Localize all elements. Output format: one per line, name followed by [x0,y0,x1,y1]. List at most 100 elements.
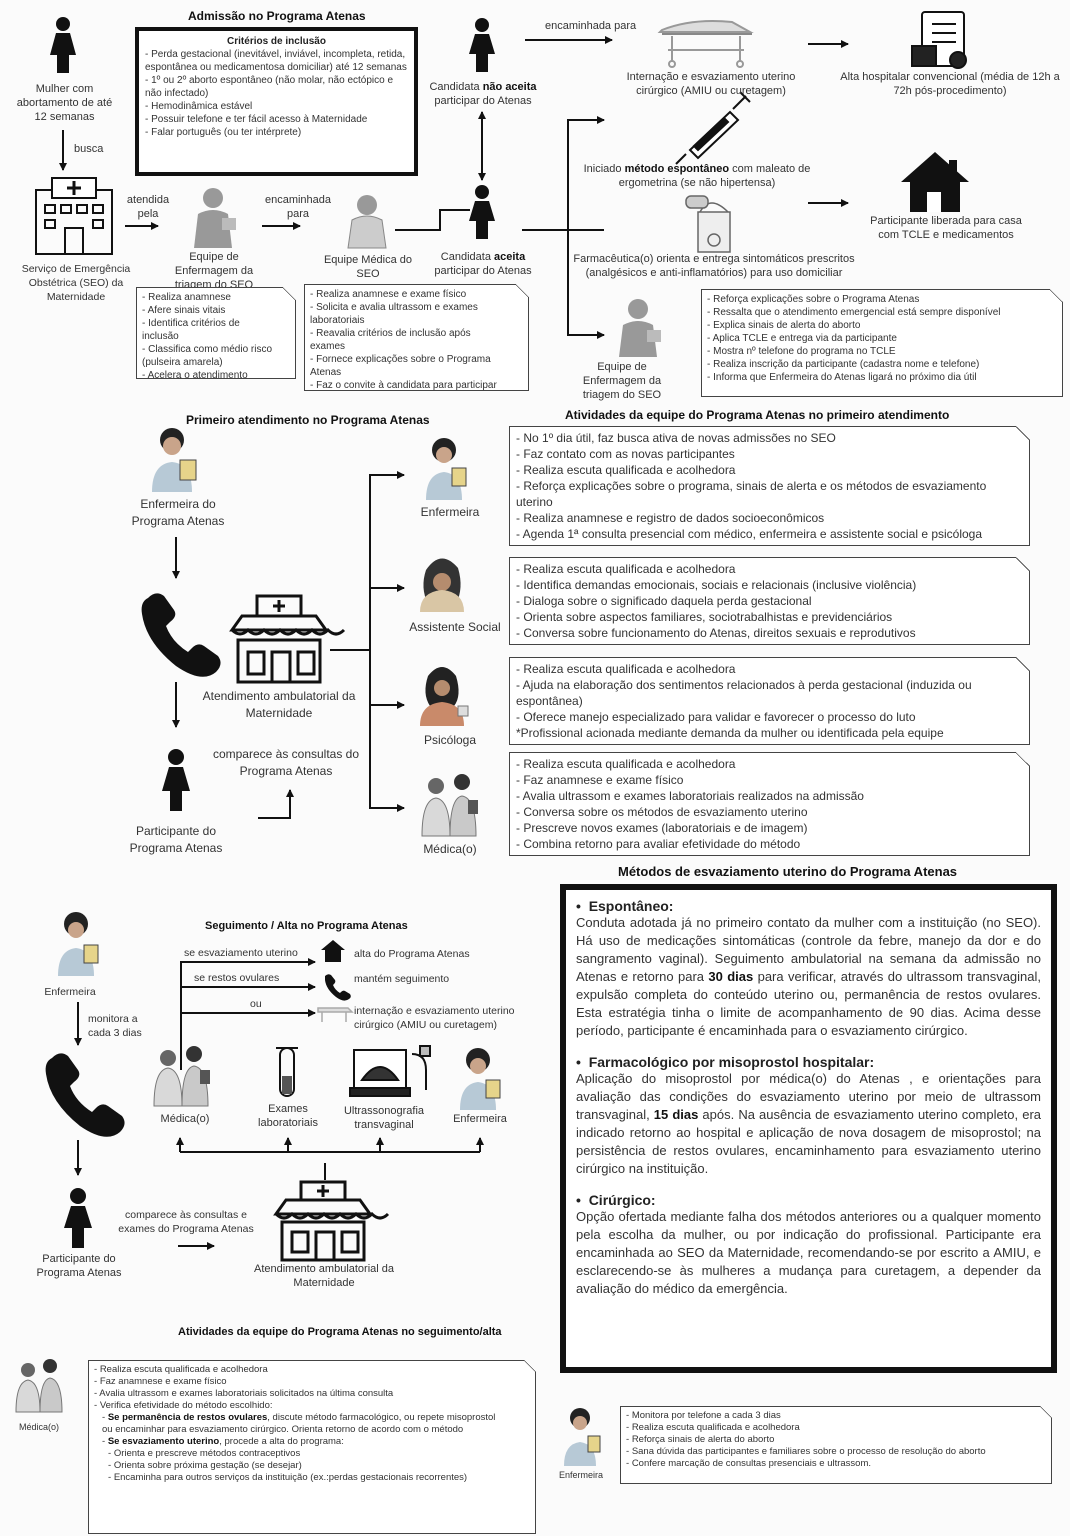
activity-item: Confere marcação de consultas presenciai… [626,1458,1031,1470]
m3-title-text: Cirúrgico: [588,1192,656,1208]
activity-item: Realiza escuta qualificada e acolhedora [516,462,1009,478]
spont-post: com maleato de ergometrina (se não hiper… [618,163,811,189]
method-spontaneous-title: • Espontâneo: [576,898,674,914]
activity-item: Monitora por telefone a cada 3 dias [626,1410,1031,1422]
activity-item: Avalia ultrassom e exames laboratoriais … [516,788,1009,804]
activity-item: Combina retorno para avaliar efetividade… [516,836,1009,852]
followup-doctor-activities: Realiza escuta qualificada e acolhedora … [88,1360,536,1534]
doctor-activities: Realiza escuta qualificada e acolhedora … [509,752,1030,856]
sub-remains-bold: Se permanência de restos ovulares [107,1412,268,1423]
method-spontaneous-text: Conduta adotada já no primeiro contato d… [576,914,1041,1040]
encaminhada-label-2: encaminhada para [545,20,637,32]
sub-item: Orienta e prescreve métodos contraceptiv… [94,1448,515,1460]
woman-icon-accepted [469,185,495,239]
followup-doctor-label: Médica(o) [18,1422,59,1432]
psychologist-activities: Realiza escuta qualificada e acolhedora … [509,657,1030,745]
nurse-triage-label-2: Equipe de Enfermagem da triagem do SEO [582,361,662,401]
psy-footnote: *Profissional acionada mediante demanda … [516,726,944,740]
followup-participant-label: Participante do Programa Atenas [36,1253,122,1279]
followup-clinic-label: Atendimento ambulatorial da Maternidade [253,1263,395,1289]
test-tube-icon [276,1047,298,1097]
note-item: Explica sinais de alerta do aborto [707,319,1042,332]
followup-nurse-label-2: Enfermeira [558,1470,603,1480]
method-pharmacological-text: Aplicação do misoprostol por médica(o) d… [576,1070,1041,1178]
phone-icon-followup [45,1053,125,1137]
note-item: Classifica como médio risco (pulseira am… [142,343,275,369]
activity-item: Prescreve novos exames (laboratoriais e … [516,820,1009,836]
note-item: Afere sinais vitais [142,304,275,317]
followup-attends-label: comparece às consultas e exames do Progr… [118,1209,254,1235]
followup-nurse-label: Enfermeira [44,986,96,998]
note-item: Faz o convite à candidata para participa… [310,379,508,392]
nurse-triage-icon [194,188,236,248]
social-worker-icon [420,558,464,612]
m2-title-text: Farmacológico por misoprostol hospitalar… [588,1054,875,1070]
syringe-icon [675,91,751,165]
m1-title-text: Espontâneo: [588,898,674,914]
woman-icon-not-accepted [469,18,495,72]
criteria-item: Hemodinâmica estável [145,100,408,113]
note-item: Acelera o atendimento [142,369,275,382]
condition-or: ou [250,998,262,1010]
accepted-bold: aceita [494,251,526,263]
discharge-label: Alta hospitalar convencional (média de 1… [840,71,1060,97]
m2-a: Aplicação do misoprostol por médica(o) d… [576,1071,1041,1122]
not-accepted-post: participar do Atenas [434,95,532,107]
nurse-atenas-label: Enfermeira do Programa Atenas [131,497,225,528]
sub-emptying-bold: Se esvaziamento uterino [107,1436,220,1447]
doctor-label: Equipe Médica do SEO [323,254,413,280]
activity-item: Realiza escuta qualificada e acolhedora [626,1422,1031,1434]
nurse-triage-icon-2 [619,299,661,357]
activity-item: Conversa sobre funcionamento do Atenas, … [516,625,1009,641]
doctor-icon [347,195,387,249]
activity-item: Dialoga sobre o significado daquela perd… [516,593,1009,609]
stretcher-small-icon [317,1007,354,1022]
m1-a: Conduta adotada já no primeiro contato d… [576,915,1041,984]
note-item: Fornece explicações sobre o Programa Ate… [310,353,508,379]
criteria-item: Possuir telefone e ter fácil acesso à Ma… [145,113,408,126]
activity-item: Realiza anamnese e registro de dados soc… [516,510,1009,526]
note-item: Ressalta que o atendimento emergencial e… [707,306,1042,319]
ultrasound-icon [349,1045,431,1097]
doctor-notes: Realiza anamnese e exame físico Solicita… [304,284,529,391]
clinic-building-icon-2 [273,1180,390,1262]
nurse-triage-label: Equipe de Enfermagem da triagem do SEO [174,251,254,291]
role-psychologist: Psicóloga [423,733,477,747]
item-lab-tests: Exames laboratoriais [258,1103,318,1129]
item-ultrasound: Ultrassonografia transvaginal [343,1105,425,1131]
activity-item: Reforça explicações sobre o programa, si… [516,478,1009,510]
activity-item: Realiza escuta qualificada e acolhedora [516,561,1009,577]
activity-item: Orienta sobre aspectos familiares, socio… [516,609,1009,625]
note-item: Reforça explicações sobre o Programa Ate… [707,293,1042,306]
sub-remains-text: , discute método farmacológico, ou repet… [267,1412,496,1423]
activity-item: Conversa sobre os métodos de esvaziament… [516,804,1009,820]
note-item: Informa que Enfermeira do Atenas ligará … [707,371,1042,384]
followup-activities-title: Atividades da equipe do Programa Atenas … [178,1326,502,1338]
nurse-role-icon [426,438,467,500]
spont-pre: Iniciado [583,163,625,175]
busca-label: busca [74,143,104,155]
note-item: Mostra nº telefone do programa no TCLE [707,345,1042,358]
m2-bold: 15 dias [653,1107,699,1122]
activity-item: Verifica efetividade do método escolhido… [94,1400,515,1412]
sub-emptying-text: , procede a alta do programa: [219,1436,344,1447]
atendida-label: atendida pela [126,194,170,220]
house-icon [901,152,969,212]
activity-item: No 1º dia útil, faz busca ativa de novas… [516,430,1009,446]
activity-item: Ajuda na elaboração dos sentimentos rela… [516,677,1009,709]
activity-item: Faz anamnese e exame físico [94,1376,515,1388]
role-nurse: Enfermeira [420,505,480,519]
activity-item: Faz contato com as novas participantes [516,446,1009,462]
method-surgical-title: • Cirúrgico: [576,1192,656,1208]
note-item: Realiza anamnese e exame físico [310,288,508,301]
condition-emptying: se esvaziamento uterino [184,947,298,959]
nurse-small-icon [564,1408,601,1466]
role-social-worker: Assistente Social [409,620,501,634]
not-accepted-bold: não aceita [482,81,537,93]
spontaneous-label: Iniciado método espontâneo com maleato d… [582,162,812,190]
phone-small-icon [325,974,351,1001]
activity-item: Avalia ultrassom e exames laboratoriais … [94,1388,515,1400]
criteria-title: Critérios de inclusão [227,36,326,47]
criteria-item: 1º ou 2º aborto espontâneo (não molar, n… [145,74,408,100]
